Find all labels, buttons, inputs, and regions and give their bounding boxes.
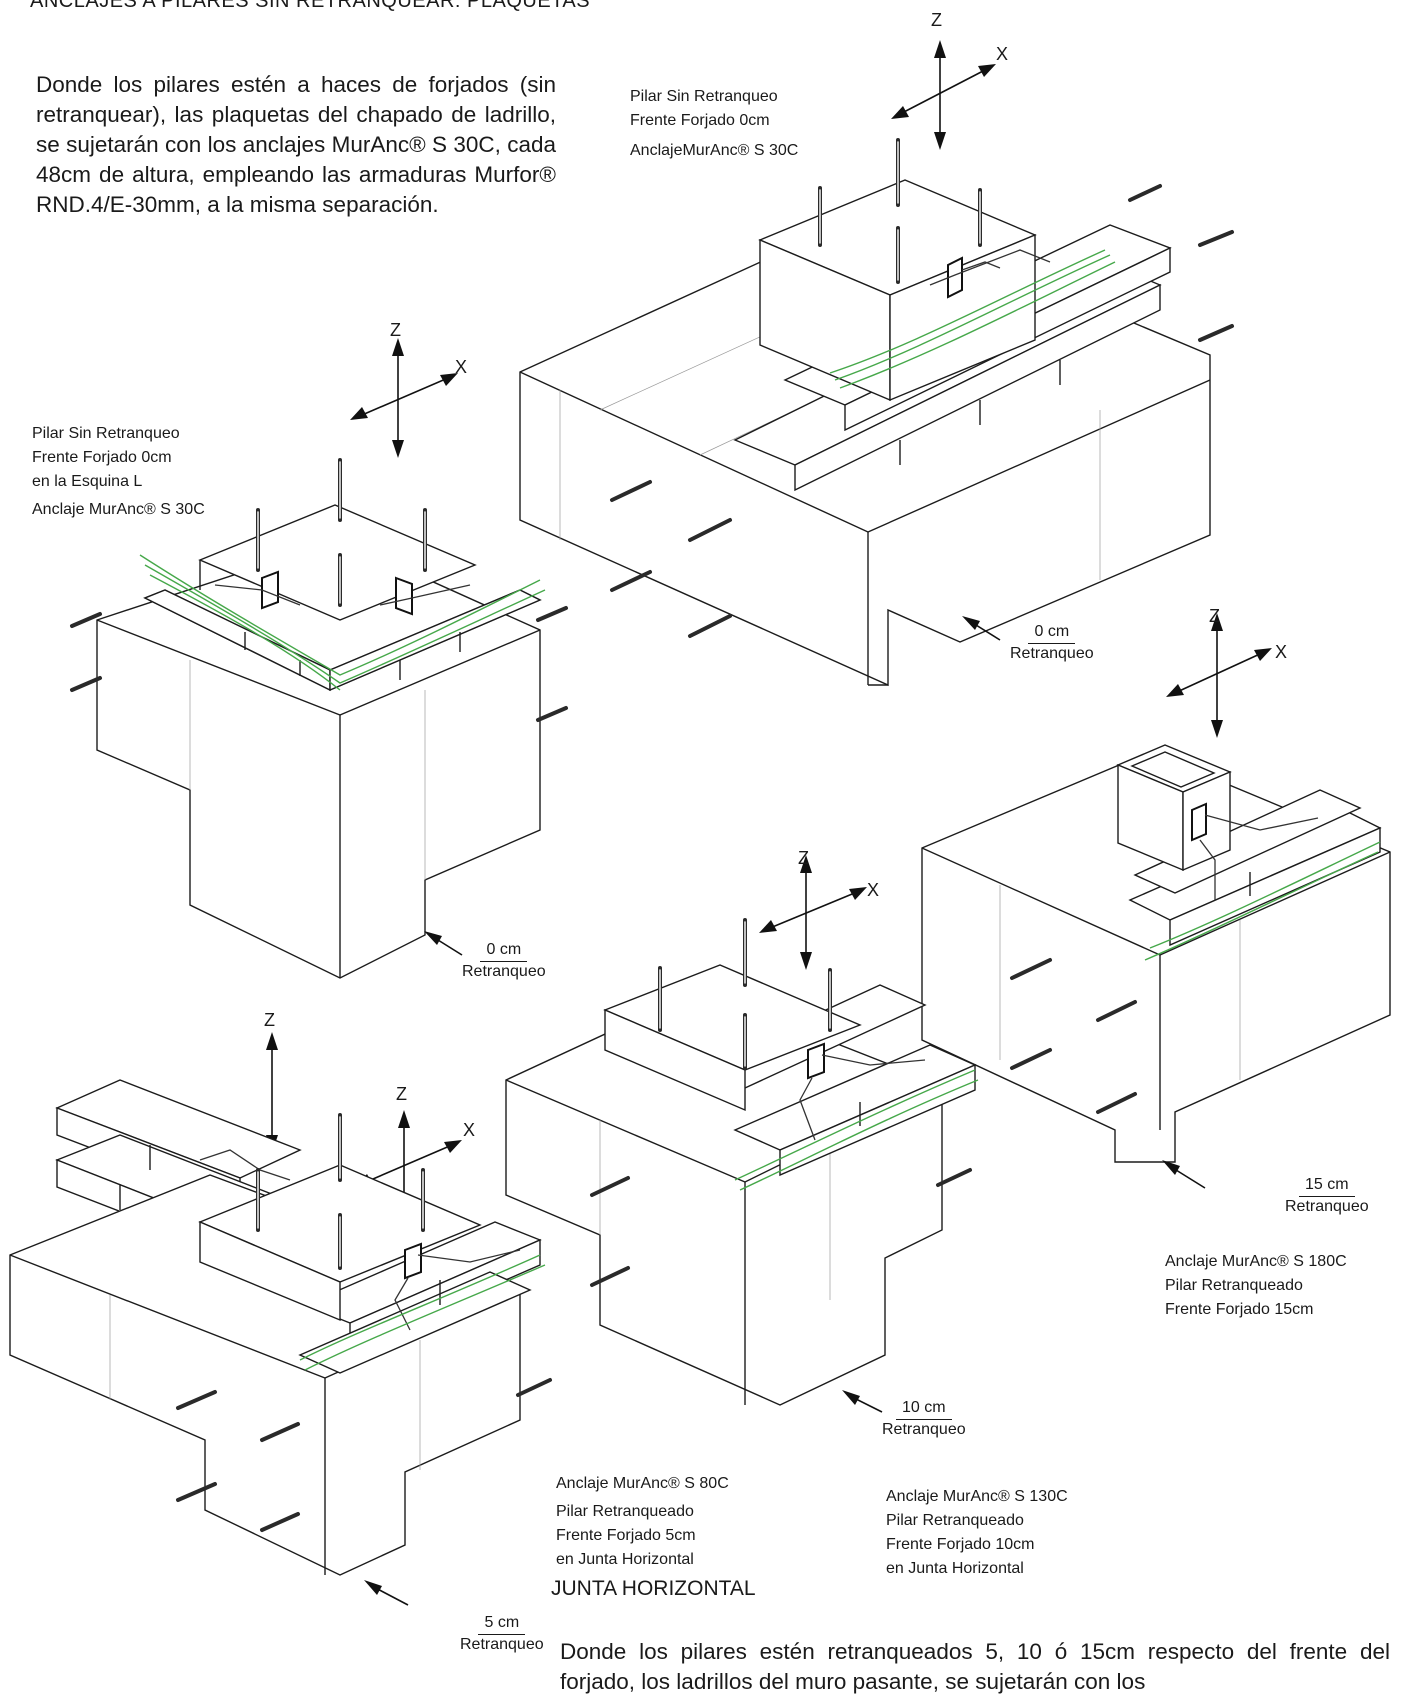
caption-line: en la Esquina L [32, 473, 143, 490]
axis-x-label: X [867, 880, 880, 900]
axis-indicator [891, 40, 996, 150]
caption-line: en Junta Horizontal [886, 1560, 1024, 1577]
retranqueo-value: 10 cm [896, 1398, 952, 1420]
page-title: ANCLAJES A PILARES SIN RETRANQUEAR: PLAQ… [30, 0, 591, 12]
figure-10cm-drawing [505, 855, 979, 1413]
caption-line: en Junta Horizontal [556, 1551, 694, 1568]
figure-15cm-drawing [921, 613, 1391, 1189]
retranqueo-marker-corner: 0 cm Retranqueo [462, 940, 546, 982]
retranqueo-marker-5: 5 cm Retranqueo [460, 1613, 544, 1655]
retranqueo-value: 0 cm [480, 940, 528, 962]
axis-x-label: X [1275, 642, 1288, 662]
caption-line: AnclajeMurAnc® S 30C [630, 142, 799, 159]
retranqueo-label: Retranqueo [460, 1636, 544, 1653]
axis-z-label: Z [1209, 606, 1220, 626]
caption-line: Frente Forjado 0cm [630, 112, 770, 129]
retranqueo-marker-15: 15 cm Retranqueo [1285, 1175, 1369, 1217]
axis-z-label: Z [264, 1010, 275, 1030]
caption-line: Anclaje MurAnc® S 80C [556, 1475, 729, 1492]
caption-line: Pilar Retranqueado [886, 1512, 1024, 1529]
caption-line: Anclaje MurAnc® S 30C [32, 501, 205, 518]
axis-z-label: Z [396, 1084, 407, 1104]
caption-line: Frente Forjado 15cm [1165, 1301, 1314, 1318]
figure-5cm-drawing [9, 1032, 552, 1606]
retranqueo-label: Retranqueo [462, 963, 546, 980]
caption-line: Pilar Sin Retranqueo [32, 425, 180, 442]
axis-x-label: X [455, 357, 468, 377]
figure-top-drawing [519, 40, 1234, 687]
axis-indicator [759, 855, 867, 970]
axis-indicator [350, 338, 458, 458]
caption-fig-corner: Pilar Sin Retranqueo Frente Forjado 0cm … [32, 422, 205, 522]
caption-fig-top: Pilar Sin Retranqueo Frente Forjado 0cm … [630, 85, 798, 163]
footer-paragraph: Donde los pilares estén retranqueados 5,… [560, 1639, 1390, 1694]
figure-corner-drawing [70, 338, 568, 979]
retranqueo-label: Retranqueo [1010, 645, 1094, 662]
axis-x-label: X [463, 1120, 476, 1140]
retranqueo-value: 15 cm [1299, 1175, 1355, 1197]
axis-x-label: X [996, 44, 1009, 64]
axis-z-label: Z [798, 848, 809, 868]
retranqueo-marker-top: 0 cm Retranqueo [1010, 622, 1094, 664]
caption-line: Pilar Retranqueado [1165, 1277, 1303, 1294]
axis-indicator [1166, 613, 1272, 738]
axis-z-label: Z [390, 320, 401, 340]
intro-paragraph: Donde los pilares estén a haces de forja… [36, 72, 556, 217]
caption-fig-5: Anclaje MurAnc® S 80C Pilar Retranqueado… [556, 1472, 729, 1572]
axis-indicator [266, 1032, 278, 1153]
retranqueo-value: 5 cm [478, 1613, 526, 1635]
caption-line: Anclaje MurAnc® S 130C [886, 1488, 1068, 1505]
caption-fig-10: Anclaje MurAnc® S 130C Pilar Retranquead… [886, 1485, 1068, 1581]
caption-line: Frente Forjado 5cm [556, 1527, 696, 1544]
caption-line: Frente Forjado 10cm [886, 1536, 1035, 1553]
retranqueo-label: Retranqueo [882, 1421, 966, 1438]
caption-line: Pilar Retranqueado [556, 1503, 694, 1520]
caption-fig-15: Anclaje MurAnc® S 180C Pilar Retranquead… [1165, 1250, 1347, 1322]
retranqueo-label: Retranqueo [1285, 1198, 1369, 1215]
caption-line: Pilar Sin Retranqueo [630, 88, 778, 105]
retranqueo-marker-10: 10 cm Retranqueo [882, 1398, 966, 1440]
caption-line: Anclaje MurAnc® S 180C [1165, 1253, 1347, 1270]
retranqueo-value: 0 cm [1028, 622, 1076, 644]
axis-z-label: Z [931, 10, 942, 30]
junta-horizontal-heading: JUNTA HORIZONTAL [551, 1577, 756, 1600]
caption-line: Frente Forjado 0cm [32, 449, 172, 466]
